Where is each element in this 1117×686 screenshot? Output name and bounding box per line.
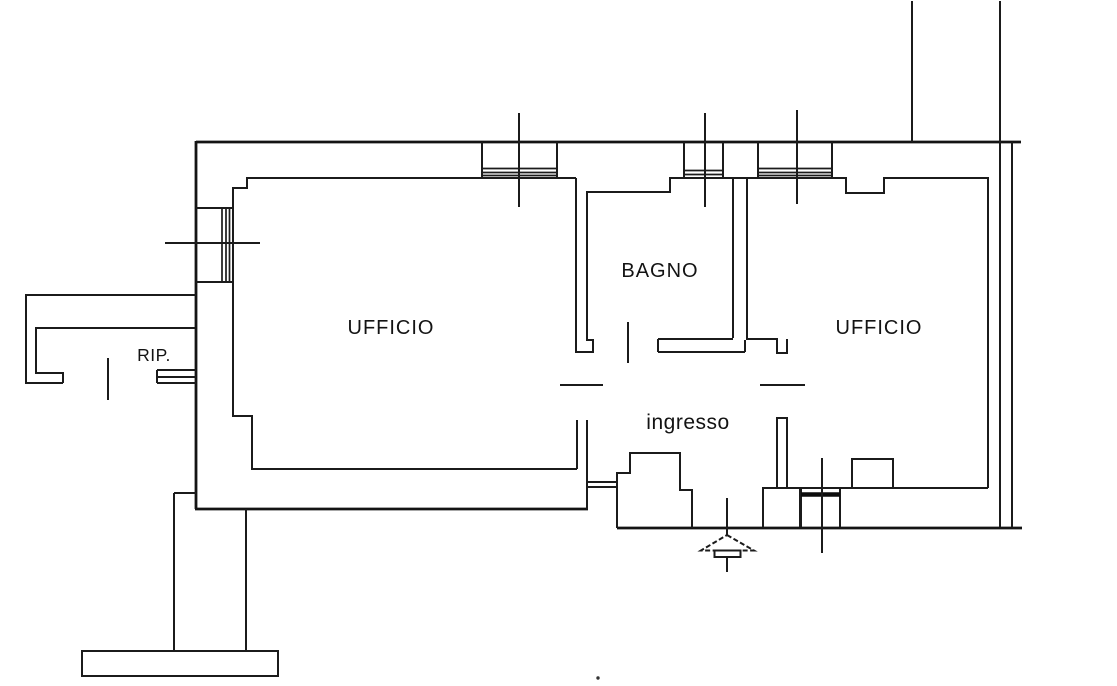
window-top-1 [481,113,558,207]
entrance-arrow-head [697,533,758,552]
stair-column [81,492,279,677]
storage-annex-walls [25,294,196,400]
right-office-interior-outline [758,177,989,488]
window-bottom-ingresso [800,458,841,553]
window-2-jambs [683,142,724,178]
bottom-pillar-right [851,458,894,488]
room-label-ufficio-left: UFFICIO [348,317,435,339]
room-label-ingresso: ingresso [646,411,729,434]
bagno-walls [575,177,758,353]
entrance-vestibule [587,452,693,528]
entrance-step [713,549,742,558]
storage-inner-outline [35,327,195,383]
storage-outer-outline [25,294,196,384]
entrance-arrow [697,498,758,572]
bottom-pillar-left [762,487,801,527]
room-label-ufficio-right: UFFICIO [836,317,923,339]
window-top-3 [757,110,833,204]
window-left-wall [165,207,260,283]
left-window-sills [196,207,233,283]
vestibule-threshold-lines [587,481,617,488]
right-office-left-wall [746,178,788,354]
bagno-left-wall [575,177,758,353]
left-window-glass-lines [221,208,231,282]
column-plinth [81,650,279,677]
room-label-bagno: BAGNO [621,260,698,282]
left-office-walls [232,177,588,509]
window-top-2 [683,113,724,207]
room-labels: UFFICIO BAGNO UFFICIO RIP. ingresso [137,260,923,434]
door-marks [560,322,805,386]
exterior-walls [194,1,1022,530]
bagno-south-wall-bar [657,338,746,353]
window-3-glass-lines [758,167,832,177]
vestibule-block [616,452,693,528]
storage-south-wall-bar [156,369,196,384]
window-2-glass-lines [684,169,723,176]
door-jamb-stub [776,417,788,488]
room-label-rip: RIP. [137,345,171,365]
column-outline [173,492,247,651]
right-office-walls [746,177,989,527]
left-office-interior-outline [232,177,577,470]
scan-dot [596,676,600,680]
